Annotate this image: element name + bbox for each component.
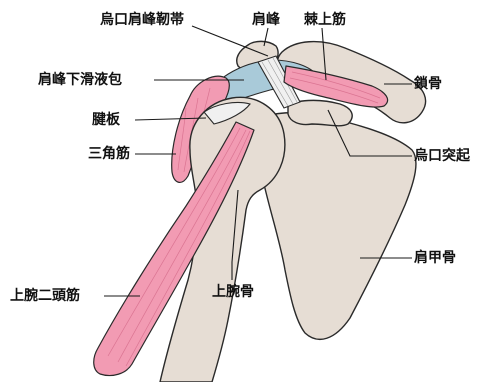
label-biceps: 上腕二頭筋 [10, 287, 80, 304]
label-subacromial-bursa: 肩峰下滑液包 [38, 71, 122, 88]
label-clavicle: 鎖骨 [414, 75, 442, 92]
label-coracoid-process: 烏口突起 [414, 147, 471, 164]
label-deltoid: 三角筋 [88, 145, 130, 162]
label-humerus: 上腕骨 [212, 283, 254, 300]
label-scapula: 肩甲骨 [414, 249, 456, 266]
label-acromion: 肩峰 [252, 11, 281, 28]
label-supraspinatus: 棘上筋 [304, 11, 346, 28]
label-tendon-plate: 腱板 [92, 111, 121, 128]
label-coracoacromial-ligament: 烏口肩峰靭帯 [100, 11, 184, 28]
coracoid-shape [288, 100, 352, 125]
